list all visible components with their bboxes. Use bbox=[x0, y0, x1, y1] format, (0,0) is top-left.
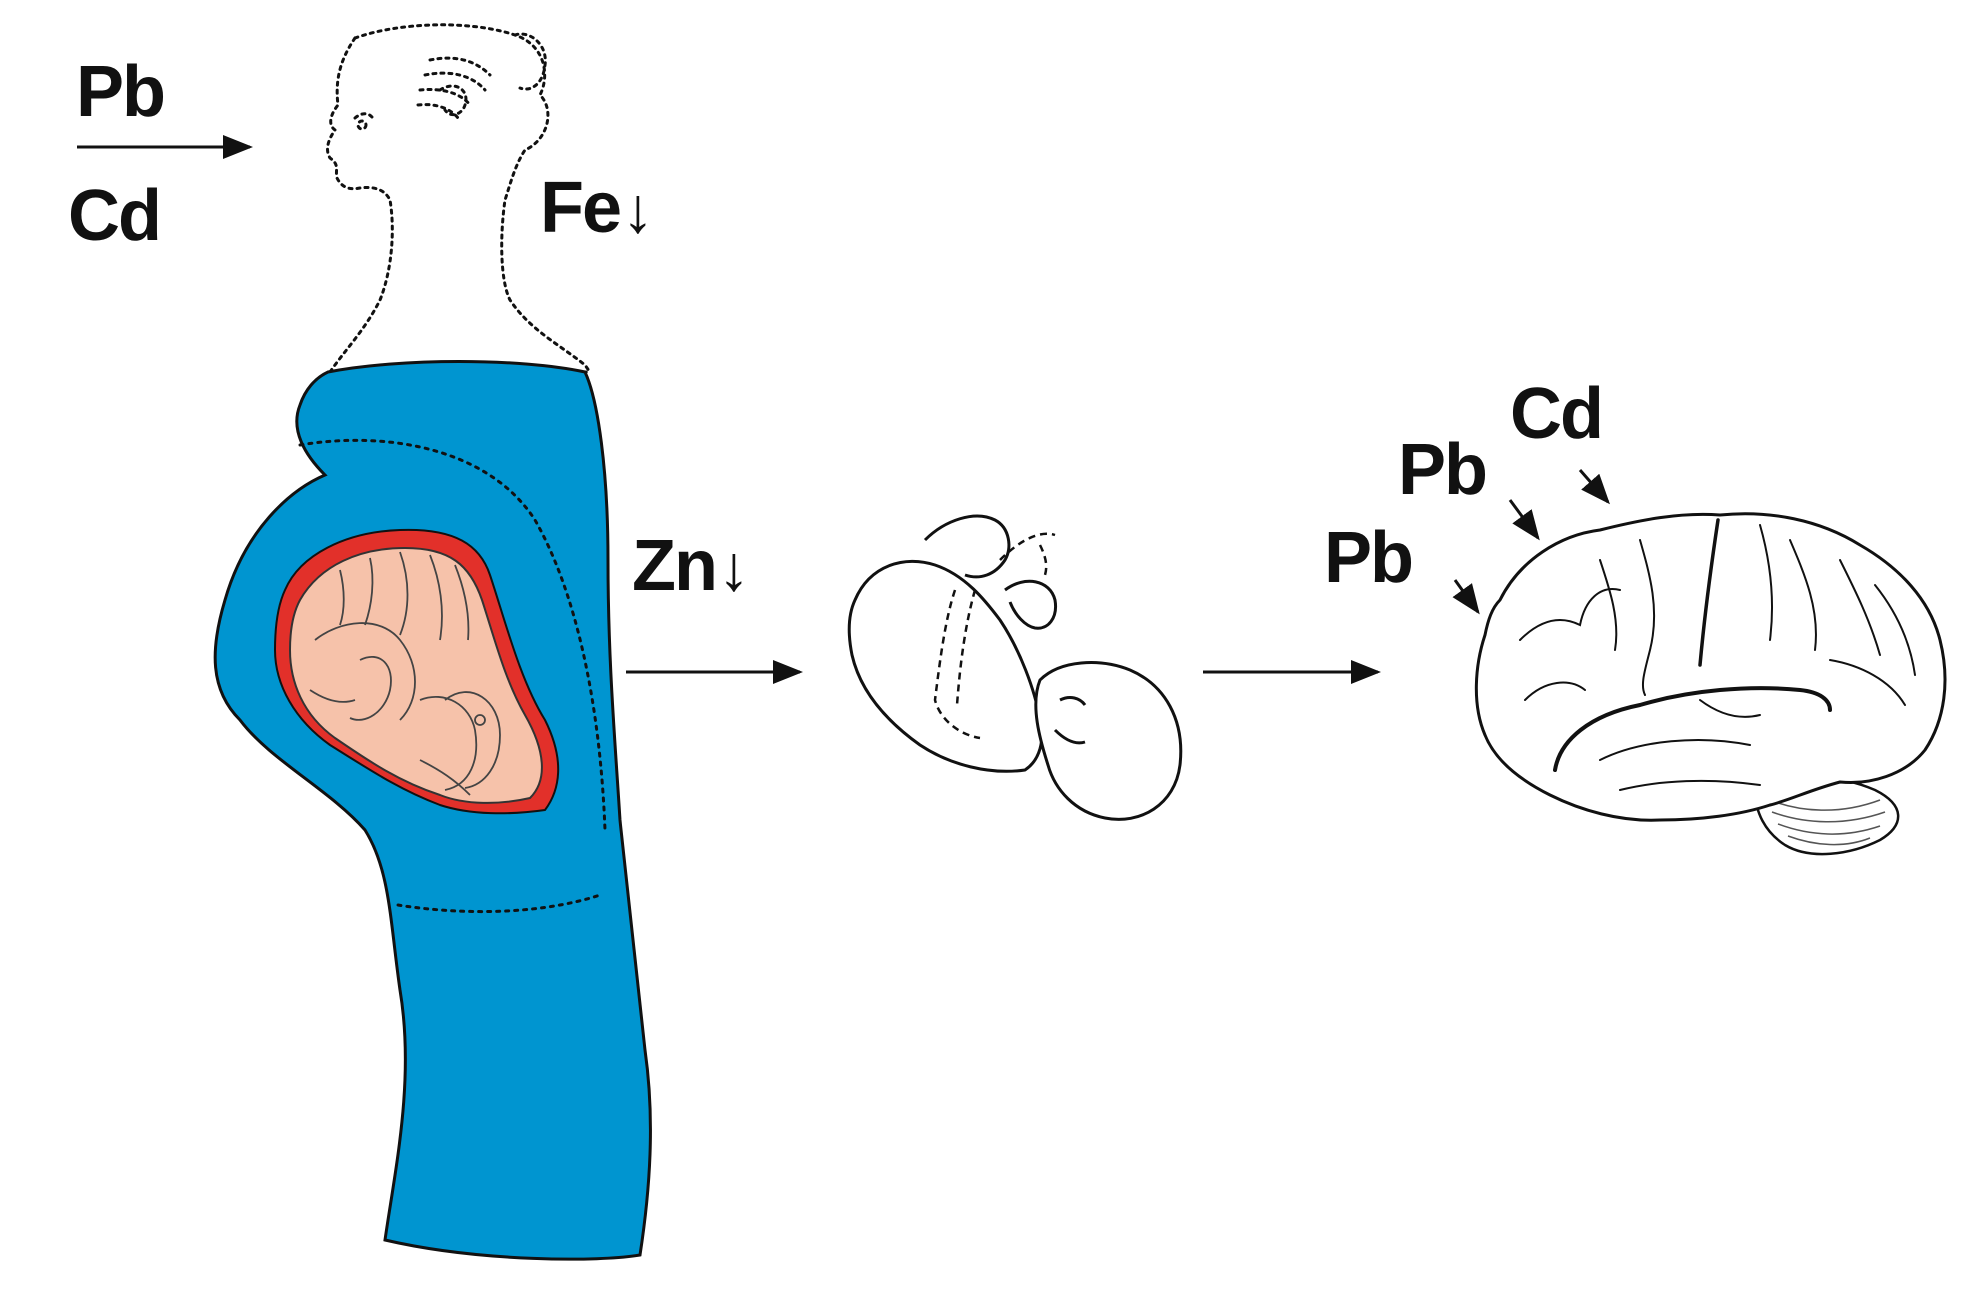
fetus-outline-details bbox=[309, 551, 501, 796]
brain-figure bbox=[1474, 512, 1947, 856]
mother-exposure-pb-label: Pb bbox=[76, 52, 166, 132]
mother-body bbox=[213, 360, 652, 1261]
mother-head-outline bbox=[326, 23, 591, 374]
iron-symbol: Fe bbox=[540, 168, 622, 248]
mother-body-dotted-contours bbox=[298, 438, 607, 914]
brain-cd-label: Cd bbox=[1510, 374, 1604, 454]
zinc-decrease-label: Zn↓ bbox=[632, 530, 750, 604]
iron-decrease-label: Fe↓ bbox=[540, 172, 654, 246]
brain-arrows bbox=[1452, 469, 1610, 615]
infant-dashed-contour bbox=[933, 532, 1056, 740]
down-arrow-icon: ↓ bbox=[717, 532, 750, 604]
brain-pb-lower-label: Pb bbox=[1324, 518, 1414, 598]
brain-pb-upper-label: Pb bbox=[1398, 430, 1488, 510]
mother-exposure-cd-label: Cd bbox=[68, 176, 162, 256]
infant-figure bbox=[847, 514, 1183, 821]
brain-cerebrum bbox=[1474, 512, 1947, 822]
zinc-symbol: Zn bbox=[632, 526, 718, 606]
pregnant-woman-figure bbox=[213, 23, 652, 1261]
fetus bbox=[288, 546, 543, 804]
down-arrow-icon: ↓ bbox=[622, 174, 654, 246]
brain-sulci bbox=[1519, 518, 1916, 791]
